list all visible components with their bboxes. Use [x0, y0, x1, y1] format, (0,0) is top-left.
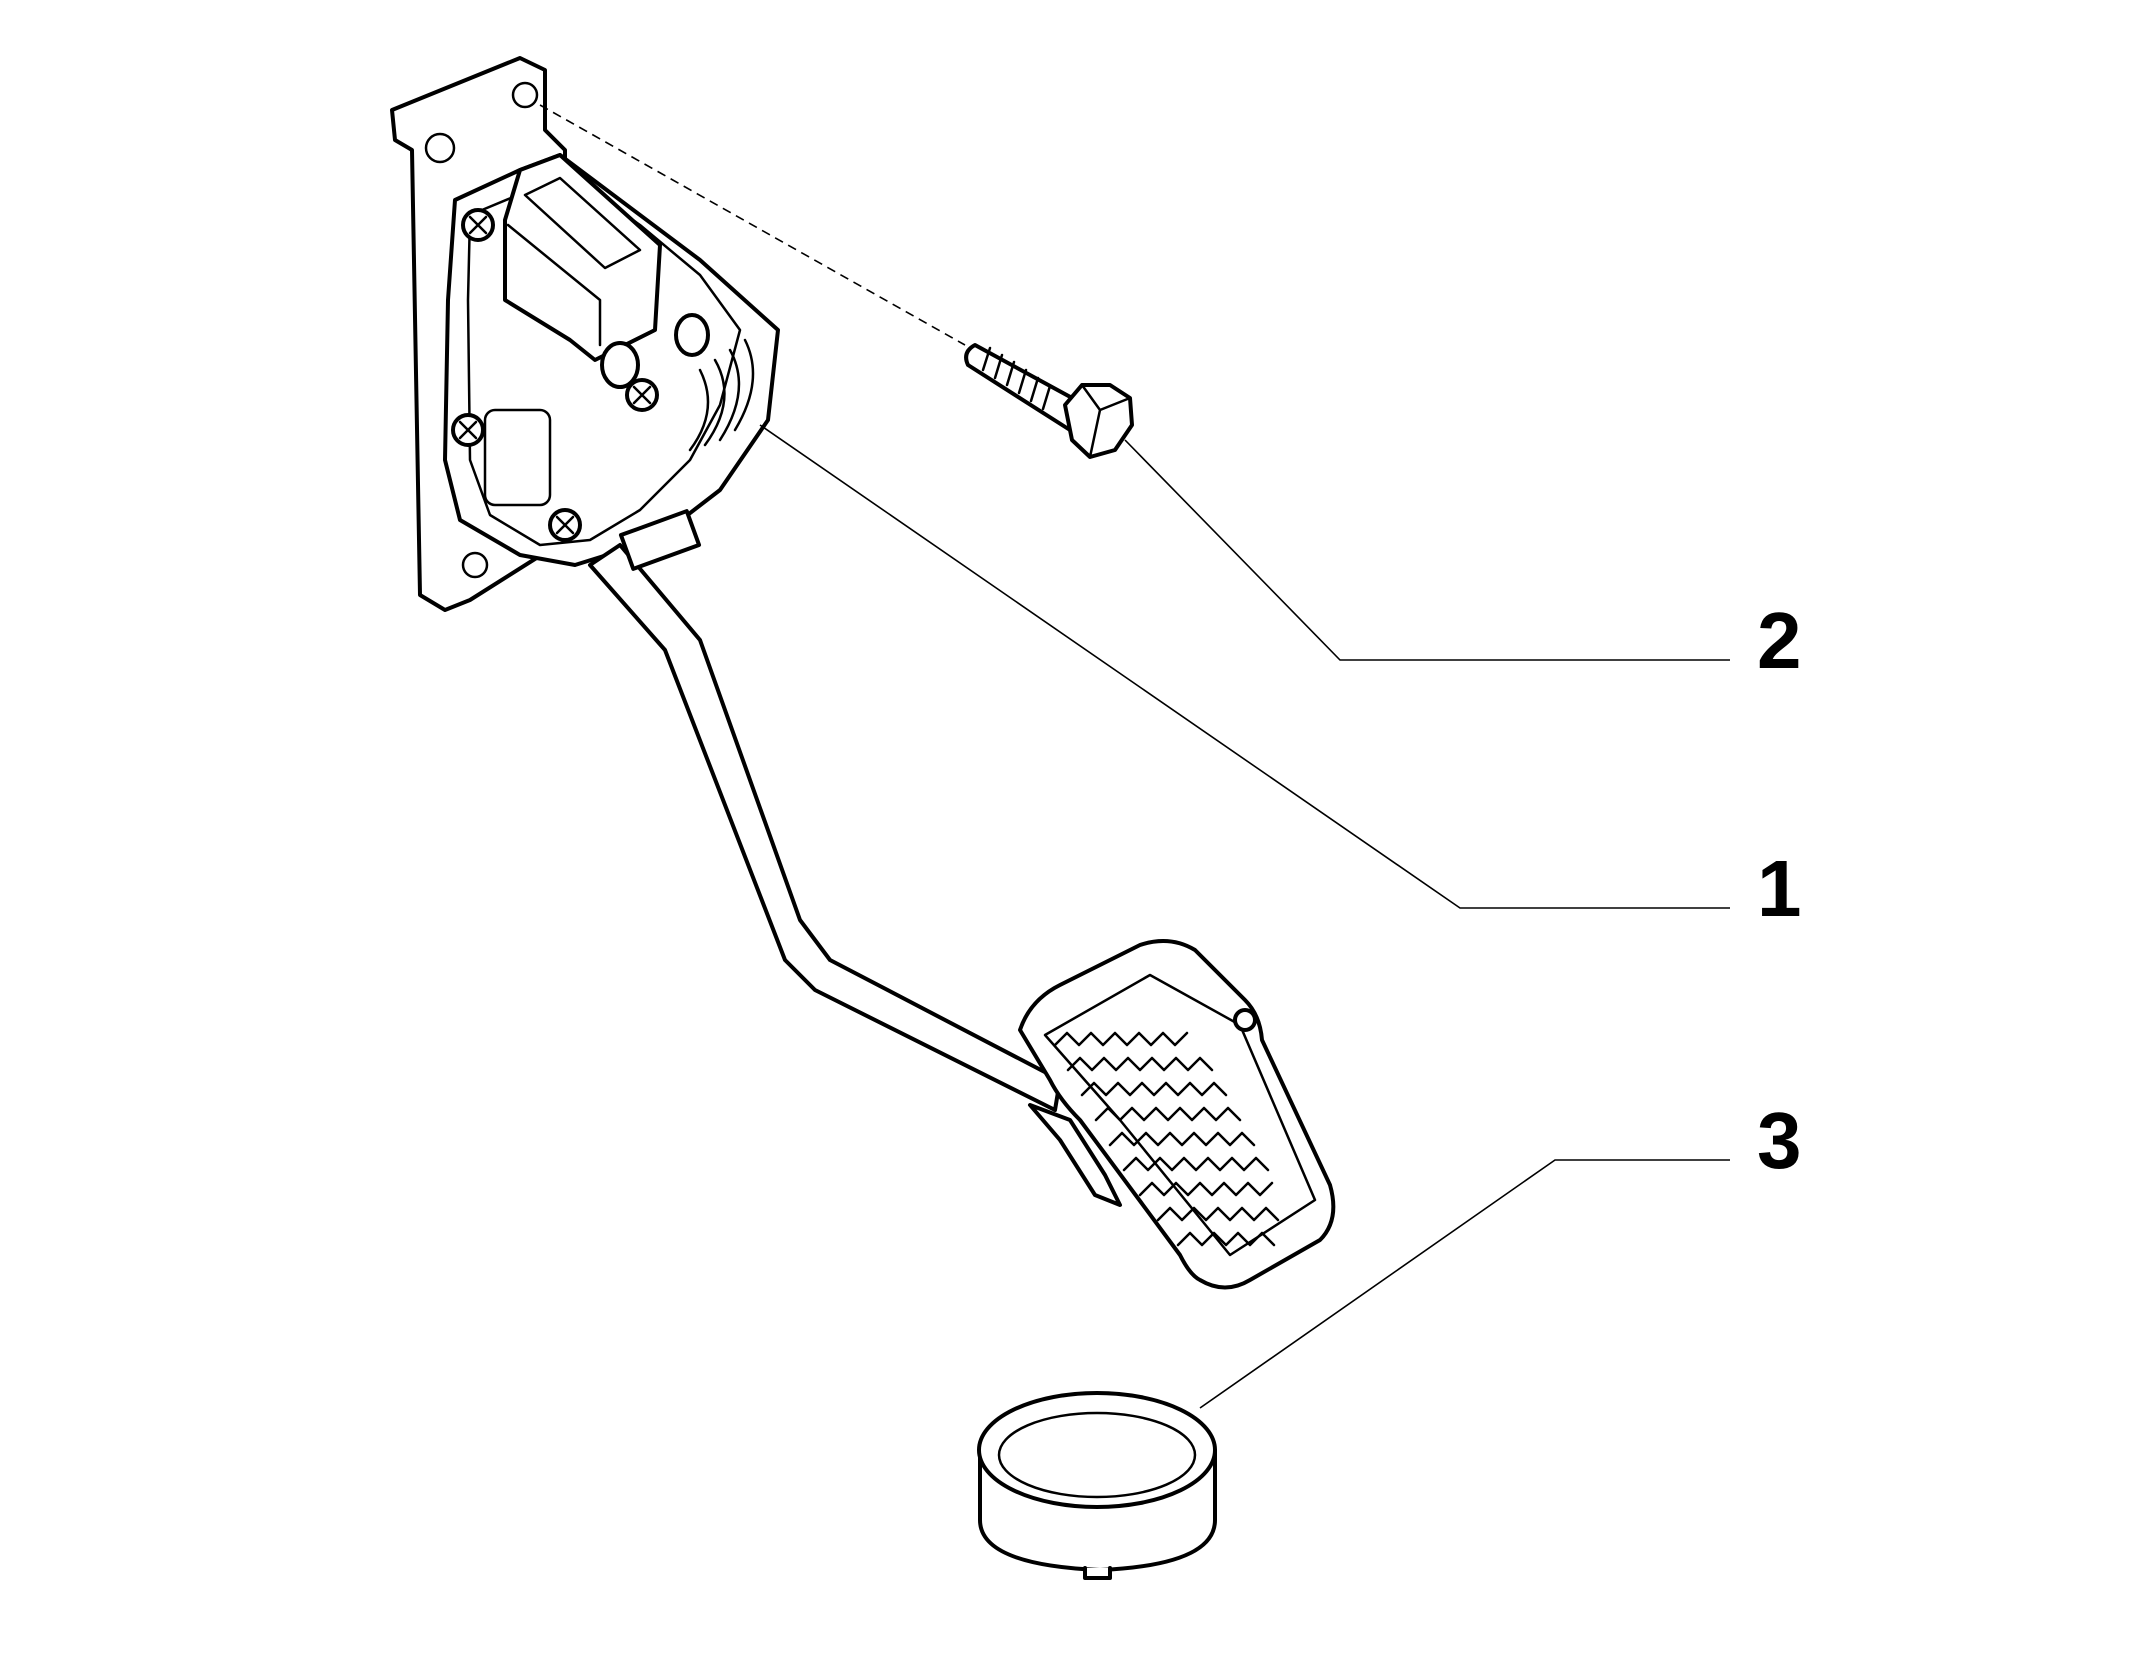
sensor-window: [483, 408, 552, 507]
bolt-alignment-line: [539, 104, 966, 346]
housing-screw-3: [451, 413, 485, 447]
housing-screw-4: [548, 508, 582, 542]
pedal-lever-arm: [588, 543, 1062, 1112]
mounting-hole-top: [511, 81, 539, 109]
callout-3: 3: [1757, 1096, 1802, 1185]
connector-slot: [506, 223, 602, 347]
pedal-grip-pattern: [1053, 1031, 1280, 1247]
pedal-pad-back: [1028, 1103, 1122, 1207]
connector-face: [523, 176, 642, 270]
cap-inner-rim: [997, 1411, 1197, 1499]
lever-mount-bracket: [618, 509, 702, 571]
mounting-bolt[interactable]: [964, 343, 1134, 459]
housing-ribs: [688, 338, 755, 452]
leader-line-2: [1124, 439, 1730, 661]
housing-screw-1: [461, 208, 495, 242]
pedal-stop-nub: [1233, 1008, 1257, 1032]
bolt-hex-face: [1080, 383, 1132, 459]
bolt-shank: [964, 343, 1087, 432]
housing-screw-2: [625, 378, 659, 412]
pedal-cap[interactable]: [977, 1391, 1217, 1580]
pivot-pin: [600, 313, 710, 389]
leader-line-1: [759, 424, 1730, 909]
cap-rim: [977, 1391, 1217, 1509]
cap-foot: [1083, 1566, 1112, 1580]
pedal-pad: [1018, 939, 1336, 1290]
callout-2: 2: [1757, 596, 1802, 685]
accelerator-pedal-assembly[interactable]: [390, 56, 1336, 1290]
callout-1: 1: [1757, 844, 1802, 933]
bolt-threads: [981, 346, 1052, 411]
leader-line-3: [1199, 1159, 1730, 1409]
mounting-hole-left: [424, 132, 456, 164]
connector-block: [503, 153, 662, 362]
mounting-hole-bottom: [461, 551, 489, 579]
